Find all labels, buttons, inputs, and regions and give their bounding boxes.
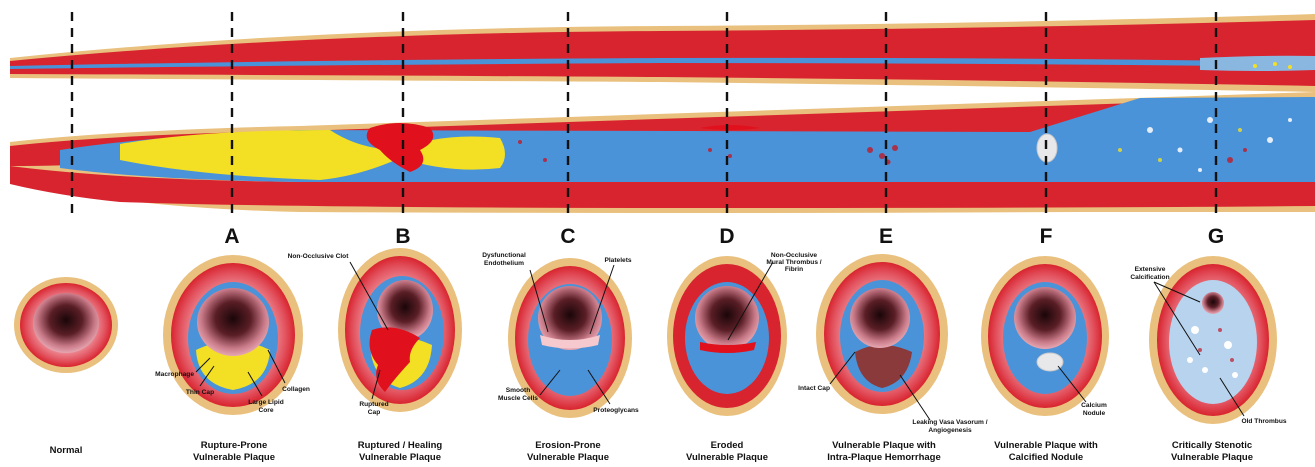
cross-section-g [1149,256,1277,424]
top-vessel-longitudinal [10,14,1315,92]
annotation-old-thrombus: Old Thrombus [1241,418,1286,425]
caption-g-line-1: Critically Stenotic [1172,440,1252,451]
caption-f-line-2: Calcified Nodule [1009,452,1083,463]
annotation-ruptured-cap-1: Ruptured [359,401,388,408]
annotation-mural-thrombus-1: Non-Occlusive [771,252,818,259]
section-letter-g: G [1208,225,1224,248]
cross-section-e [816,254,948,414]
section-letters: A B C D E F G [224,225,1224,248]
caption-normal: Normal [50,445,83,456]
annotation-calcium-nodule-1: Calcium [1081,402,1107,409]
section-letter-f: F [1040,225,1053,248]
caption-c-line-1: Erosion-Prone [535,440,600,451]
bottom-vessel-longitudinal [10,92,1315,213]
caption-g-line-2: Vulnerable Plaque [1171,452,1253,463]
annotation-lipid-core-2: Core [258,407,273,414]
cross-section-c [508,258,632,418]
annotation-smooth-muscle-2: Muscle Cells [498,395,538,402]
annotation-ruptured-cap-2: Cap [368,409,380,416]
section-letter-d: D [719,225,734,248]
annotation-lipid-core-1: Large Lipid [248,399,284,406]
captions: Normal Rupture-Prone Vulnerable Plaque R… [50,440,1253,463]
section-letter-c: C [560,225,575,248]
cross-section-d [667,256,787,416]
caption-b-line-2: Vulnerable Plaque [359,452,441,463]
annotation-dysfunctional-1: Dysfunctional [482,252,526,259]
section-letter-b: B [395,225,410,248]
annotation-calcification-1: Extensive [1135,266,1166,273]
annotation-non-occlusive-clot: Non-Occlusive Clot [288,253,350,260]
caption-a-line-1: Rupture-Prone [201,440,268,451]
annotation-mural-thrombus-2: Mural Thrombus / [766,259,821,266]
annotation-intact-cap: Intact Cap [798,385,830,392]
caption-d-line-2: Vulnerable Plaque [686,452,768,463]
caption-b-line-1: Ruptured / Healing [358,440,443,451]
annotation-vasa-vasorum-1: Leaking Vasa Vasorum / [912,419,987,426]
caption-e-line-2: Intra-Plaque Hemorrhage [827,452,941,463]
section-letter-a: A [224,225,239,248]
annotation-mural-thrombus-3: Fibrin [785,266,803,273]
caption-a-line-2: Vulnerable Plaque [193,452,275,463]
annotation-dysfunctional-2: Endothelium [484,260,524,267]
annotation-vasa-vasorum-2: Angiogenesis [928,427,972,434]
annotation-macrophage: Macrophage [155,371,194,378]
annotation-proteoglycans: Proteoglycans [593,407,639,414]
annotation-platelets: Platelets [604,257,631,264]
annotation-thin-cap: Thin Cap [186,389,214,396]
cross-section-b [338,248,462,412]
annotation-collagen: Collagen [282,386,310,393]
caption-f-line-1: Vulnerable Plaque with [994,440,1098,451]
cross-section-f [981,256,1109,416]
section-letter-e: E [879,225,893,248]
caption-d-line-1: Eroded [711,440,744,451]
cross-section-normal [14,277,118,373]
caption-c-line-2: Vulnerable Plaque [527,452,609,463]
caption-e-line-1: Vulnerable Plaque with [832,440,936,451]
annotation-smooth-muscle-1: Smooth [506,387,531,394]
annotation-calcium-nodule-2: Nodule [1083,410,1106,417]
annotation-calcification-2: Calcification [1130,274,1169,281]
